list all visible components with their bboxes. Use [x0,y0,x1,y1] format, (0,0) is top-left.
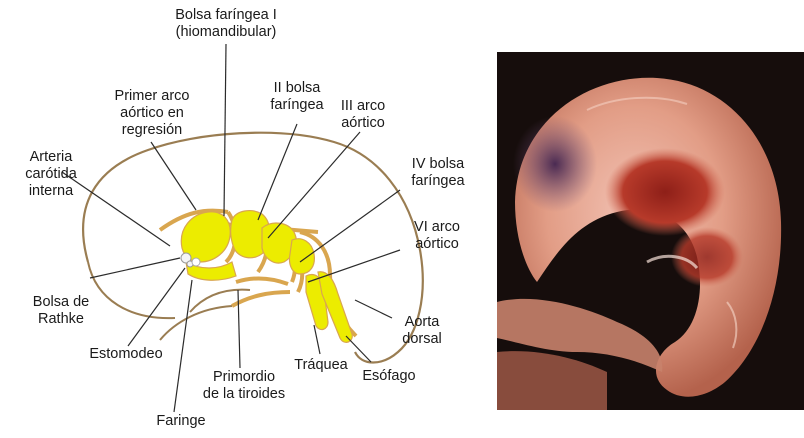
pouch-iv [289,239,314,274]
label-bolsa-faringea-i: Bolsa faríngea I(hiomandibular) [166,7,286,41]
pharyngeal-pouches [181,211,352,343]
ventral-outline [160,306,232,340]
label-estomodeo: Estomodeo [76,346,176,363]
label-esofago: Esófago [354,368,424,385]
embryo-photograph [497,52,804,410]
label-faringe: Faringe [146,413,216,430]
label-traquea: Tráquea [286,357,356,374]
